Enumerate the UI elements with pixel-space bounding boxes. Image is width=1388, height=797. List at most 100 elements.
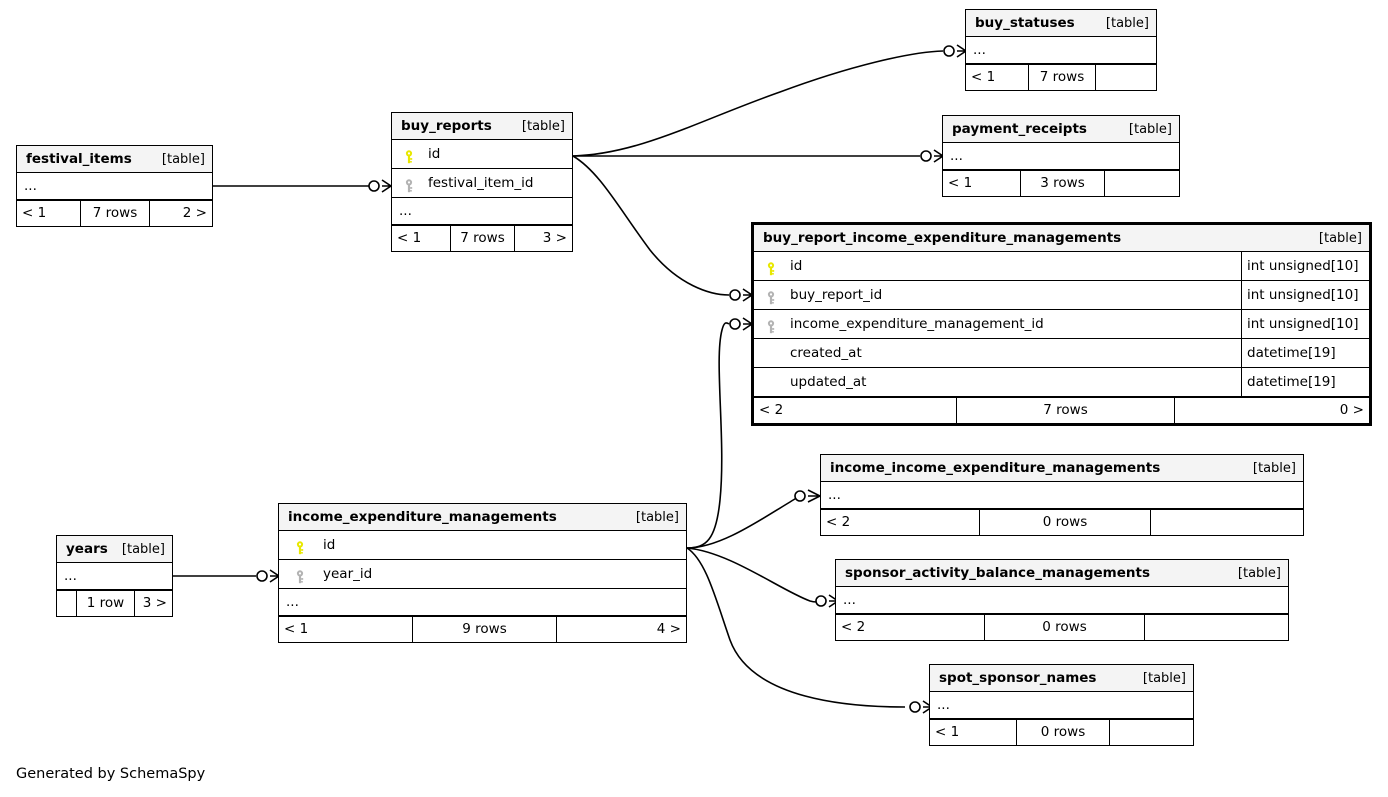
collapsed-columns-ellipsis[interactable]: ... [57, 563, 172, 590]
table-header-income_income_expenditure_managements: income_income_expenditure_managements [ta… [821, 455, 1303, 482]
column-name: id [323, 536, 336, 553]
generated-by-credit: Generated by SchemaSpy [16, 766, 206, 782]
footer-children-count: 3 > [542, 230, 567, 246]
column-type: int unsigned[10] [1241, 252, 1369, 280]
table-title: payment_receipts [952, 120, 1087, 137]
table-title: buy_statuses [975, 14, 1075, 31]
column-name: year_id [323, 565, 373, 582]
edge-iem-sponsor-activity [686, 547, 818, 603]
footer-parents-count: < 1 [966, 65, 1029, 90]
table-title: sponsor_activity_balance_managements [845, 564, 1150, 581]
collapsed-columns-ellipsis[interactable]: ... [966, 37, 1156, 64]
collapsed-columns-ellipsis[interactable]: ... [279, 589, 686, 616]
footer-row-count: 7 rows [451, 226, 515, 251]
footer-row-count: 7 rows [957, 398, 1175, 423]
collapsed-columns-ellipsis[interactable]: ... [836, 587, 1288, 614]
footer-parents-count: < 1 [17, 201, 81, 226]
primary-key-icon [765, 258, 777, 275]
footer-row-count: 1 row [77, 591, 135, 616]
table-header-buy_report_income_expenditure_managements: buy_report_income_expenditure_management… [754, 225, 1369, 252]
table-header-spot_sponsor_names: spot_sponsor_names [table] [930, 665, 1193, 692]
column-key-cell [392, 169, 420, 198]
primary-key-icon [294, 537, 306, 554]
table-header-sponsor_activity_balance_managements: sponsor_activity_balance_managements[tab… [836, 560, 1288, 587]
table-header-festival_items: festival_items [table] [17, 146, 212, 173]
table-title: festival_items [26, 150, 132, 167]
collapsed-columns-ellipsis[interactable]: ... [821, 482, 1303, 509]
collapsed-columns-ellipsis[interactable]: ... [392, 198, 572, 225]
table-type-tag: [table] [1252, 460, 1296, 476]
collapsed-columns-ellipsis[interactable]: ... [930, 692, 1193, 719]
footer-parents-count: < 2 [754, 398, 957, 423]
table-type-tag: [table] [521, 118, 565, 134]
column-name: updated_at [790, 373, 867, 390]
table-type-tag: [table] [635, 509, 679, 525]
footer-row-count: 0 rows [980, 510, 1151, 535]
column-name: buy_report_id [790, 286, 883, 303]
footer-children-count [1096, 65, 1156, 90]
column-row[interactable]: created_at datetime[19] [754, 339, 1369, 368]
footer-row-count: 0 rows [985, 615, 1145, 640]
column-key-cell [754, 281, 782, 310]
collapsed-columns-ellipsis[interactable]: ... [943, 143, 1179, 170]
footer-parents-count: < 2 [821, 510, 980, 535]
table-type-tag: [table] [1318, 230, 1362, 246]
table-header-years: years[table] [57, 536, 172, 563]
column-key-cell [392, 140, 420, 169]
table-type-tag: [table] [1128, 121, 1172, 137]
column-name: income_expenditure_management_id [790, 315, 1044, 332]
column-type: int unsigned[10] [1241, 281, 1369, 309]
foreign-key-icon [765, 287, 777, 304]
column-type: datetime[19] [1241, 339, 1369, 367]
footer-parents-count: < 1 [930, 720, 1017, 745]
table-header-buy_reports: buy_reports[table] [392, 113, 572, 140]
table-income_expenditure_managements[interactable]: income_expenditure_managements[table]id y… [278, 503, 687, 643]
table-header-income_expenditure_managements: income_expenditure_managements[table] [279, 504, 686, 531]
footer-row-count: 3 rows [1021, 171, 1105, 196]
footer-children-count: 2 > [182, 205, 207, 221]
footer-children-count [1110, 720, 1193, 745]
table-buy_report_income_expenditure_managements[interactable]: buy_report_income_expenditure_management… [751, 222, 1372, 426]
table-title: spot_sponsor_names [939, 669, 1097, 686]
table-type-tag: [table] [1105, 15, 1149, 31]
column-type: int unsigned[10] [1241, 310, 1369, 338]
column-row[interactable]: buy_report_id int unsigned[10] [754, 281, 1369, 310]
collapsed-columns-ellipsis[interactable]: ... [17, 173, 212, 200]
table-income_income_expenditure_managements[interactable]: income_income_expenditure_managements [ta… [820, 454, 1304, 536]
footer-children-count: 4 > [656, 621, 681, 637]
column-name: created_at [790, 344, 862, 361]
footer-parents-count: < 2 [836, 615, 985, 640]
column-row[interactable]: id [279, 531, 686, 560]
column-name: festival_item_id [428, 174, 534, 191]
table-header-buy_statuses: buy_statuses [table] [966, 10, 1156, 37]
column-row[interactable]: festival_item_id [392, 169, 572, 198]
footer-parents-count: < 1 [943, 171, 1021, 196]
table-title: income_income_expenditure_managements [830, 459, 1161, 476]
table-type-tag: [table] [161, 151, 205, 167]
footer-row-count: 7 rows [81, 201, 150, 226]
table-sponsor_activity_balance_managements[interactable]: sponsor_activity_balance_managements[tab… [835, 559, 1289, 641]
column-row[interactable]: income_expenditure_management_id int unsi… [754, 310, 1369, 339]
column-row[interactable]: id [392, 140, 572, 169]
table-type-tag: [table] [1142, 670, 1186, 686]
foreign-key-icon [294, 566, 306, 583]
table-title: years [66, 540, 108, 557]
primary-key-icon [403, 146, 415, 163]
column-row[interactable]: year_id [279, 560, 686, 589]
